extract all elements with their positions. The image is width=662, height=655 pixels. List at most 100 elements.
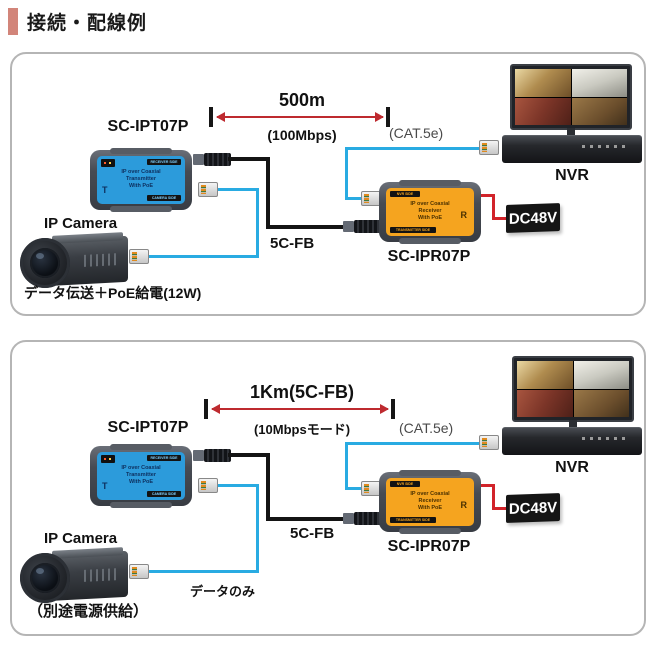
camera-vents <box>84 568 118 582</box>
transmitter-logo: T <box>102 481 108 491</box>
nvr-side-port-label: NVR SIDE <box>390 481 420 487</box>
device-faceplate: RECEIVER SIDE IP over Coaxial Transmitte… <box>97 452 185 500</box>
transmitter-model-label: SC-IPT07P <box>107 118 189 135</box>
device-faceplate: NVR SIDE IP over Coaxial Receiver With P… <box>386 188 474 236</box>
rj45-connector-icon <box>479 140 499 155</box>
nvr-label: NVR <box>555 459 589 476</box>
transmitter-model-label: SC-IPT07P <box>107 419 189 436</box>
power-cable-segment <box>481 484 495 487</box>
coax-cable-segment <box>266 453 270 521</box>
data-only-note: データのみ <box>190 584 256 599</box>
device-faceplate: RECEIVER SIDE IP over Coaxial Transmitte… <box>97 156 185 204</box>
lan-cable-segment <box>256 484 259 573</box>
page-title: 接続・配線例 <box>27 13 148 34</box>
device-face-text: IP over Coaxial Receiver With PoE <box>410 200 450 222</box>
panel-note: データ伝送＋PoE給電(12W) <box>24 285 202 301</box>
lan-type-label: (CAT.5e) <box>389 125 444 141</box>
title-accent-bar <box>8 8 18 35</box>
bnc-connector-icon <box>343 220 381 233</box>
coax-type-label: 5C-FB <box>270 235 315 252</box>
receiver-device: NVR SIDE IP over Coaxial Receiver With P… <box>379 180 481 244</box>
bnc-connector-icon <box>193 449 231 462</box>
power-cable-segment <box>492 484 495 510</box>
device-faceplate: NVR SIDE IP over Coaxial Receiver With P… <box>386 478 474 526</box>
distance-label: 1Km(5C-FB) <box>249 382 354 402</box>
camera-label: IP Camera <box>44 530 118 547</box>
transmitter-device: RECEIVER SIDE IP over Coaxial Transmitte… <box>90 444 192 508</box>
bnc-connector-icon <box>193 153 231 166</box>
lan-cable-segment <box>345 147 348 200</box>
transmitter-side-port-label: TRANSMITTER SIDE <box>390 517 436 523</box>
rj45-connector-icon <box>361 191 381 206</box>
camera-lens <box>20 238 70 288</box>
cctv-view-1 <box>515 69 571 97</box>
cctv-view-3 <box>517 389 573 417</box>
cctv-view-4 <box>573 389 629 417</box>
camera-lens <box>20 553 70 603</box>
nvr-unit-image <box>502 427 642 455</box>
dc-power-supply: DC48V <box>506 203 560 233</box>
panel-note: （別途電源供給） <box>28 603 149 620</box>
monitor-image <box>512 356 634 436</box>
cctv-view-2 <box>571 69 627 97</box>
distance-label: 500m <box>278 90 326 110</box>
camera-side-port-label: CAMERA SIDE <box>147 491 181 497</box>
device-face-text: IP over Coaxial Receiver With PoE <box>410 490 450 512</box>
lan-cable-segment <box>345 442 348 490</box>
lan-cable-segment <box>256 188 259 258</box>
lan-cable-segment <box>345 147 481 150</box>
power-cable-segment <box>492 507 508 510</box>
lan-cable-segment <box>218 484 259 487</box>
rj45-connector-icon <box>198 182 218 197</box>
power-cable-segment <box>481 194 495 197</box>
receiver-side-port-label: RECEIVER SIDE <box>147 159 181 165</box>
receiver-model-label: SC-IPR07P <box>387 248 471 265</box>
rj45-connector-icon <box>479 435 499 450</box>
coax-cable-segment <box>228 157 270 161</box>
cctv-view-4 <box>571 97 627 125</box>
rj45-connector-icon <box>129 564 149 579</box>
nvr-label: NVR <box>555 167 589 184</box>
rj45-connector-icon <box>361 481 381 496</box>
lan-cable-segment <box>149 255 259 258</box>
receiver-device: NVR SIDE IP over Coaxial Receiver With P… <box>379 470 481 534</box>
monitor-stand <box>567 128 575 137</box>
rj45-connector-icon <box>198 478 218 493</box>
power-cable-segment <box>492 217 508 220</box>
distance-bar-left <box>209 107 213 127</box>
distance-bar-right <box>391 399 395 419</box>
camera-side-port-label: CAMERA SIDE <box>147 195 181 201</box>
lan-cable-segment <box>345 487 367 490</box>
distance-sub-label: (10Mbpsモード) <box>253 422 351 437</box>
bnc-connector-icon <box>343 512 381 525</box>
camera-label: IP Camera <box>44 215 118 232</box>
dc-power-supply: DC48V <box>506 493 560 523</box>
receiver-model-label: SC-IPR07P <box>387 538 471 555</box>
receiver-logo: R <box>460 500 468 510</box>
led-indicator-icon <box>101 159 115 167</box>
cctv-view-3 <box>515 97 571 125</box>
coax-cable-segment <box>266 225 346 229</box>
nvr-unit-image <box>502 135 642 163</box>
monitor-screen <box>517 361 629 417</box>
receiver-side-port-label: RECEIVER SIDE <box>147 455 181 461</box>
cctv-view-1 <box>517 361 573 389</box>
transmitter-device: RECEIVER SIDE IP over Coaxial Transmitte… <box>90 148 192 212</box>
distance-bar-left <box>204 399 208 419</box>
led-indicator-icon <box>101 455 115 463</box>
coax-type-label: 5C-FB <box>290 525 335 542</box>
coax-cable-segment <box>266 517 346 521</box>
lan-type-label: (CAT.5e) <box>399 420 454 436</box>
lan-cable-segment <box>218 188 259 191</box>
ip-camera-image <box>20 230 128 294</box>
rj45-connector-icon <box>129 249 149 264</box>
coax-cable-segment <box>266 157 270 229</box>
lan-cable-segment <box>149 570 259 573</box>
monitor-image <box>510 64 632 144</box>
transmitter-side-port-label: TRANSMITTER SIDE <box>390 227 436 233</box>
monitor-stand <box>569 420 577 429</box>
power-cable-segment <box>492 194 495 220</box>
monitor-screen <box>515 69 627 125</box>
distance-arrow <box>216 112 384 122</box>
